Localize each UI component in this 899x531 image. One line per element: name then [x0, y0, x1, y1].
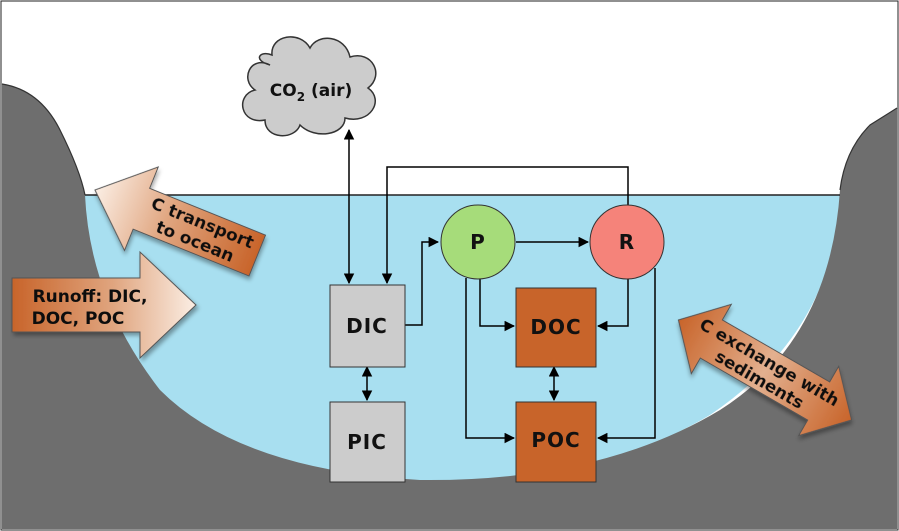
co2-label: CO2 (air) [270, 81, 352, 104]
pic-label: PIC [347, 430, 387, 454]
land-rock [2, 84, 897, 529]
producer-to-poc-arrow [465, 278, 516, 444]
runoff-label-line1: Runoff: DIC, [33, 287, 148, 307]
runoff-arrow: Runoff: DIC, DOC, POC [11, 250, 197, 360]
respirer-to-doc-arrow [596, 278, 629, 332]
dic-label: DIC [346, 314, 388, 338]
pic-box: PIC [329, 401, 406, 483]
respiration-to-dic-arrow [381, 166, 629, 285]
producer-to-doc-arrow [479, 278, 516, 332]
dic-to-producer-arrow [405, 236, 440, 326]
respirer-node: R [589, 204, 665, 280]
poc-label: POC [531, 428, 580, 452]
co2-cloud: CO2 (air) [241, 36, 377, 137]
respirer-label: R [619, 230, 635, 254]
dic-box: DIC [329, 284, 406, 368]
poc-box: POC [515, 401, 597, 483]
doc-box: DOC [515, 287, 597, 368]
doc-label: DOC [530, 315, 581, 339]
producer-label: P [470, 230, 486, 254]
runoff-label-line2: DOC, POC [32, 309, 125, 329]
respirer-to-poc-arrow [596, 268, 656, 444]
producer-node: P [440, 204, 516, 280]
